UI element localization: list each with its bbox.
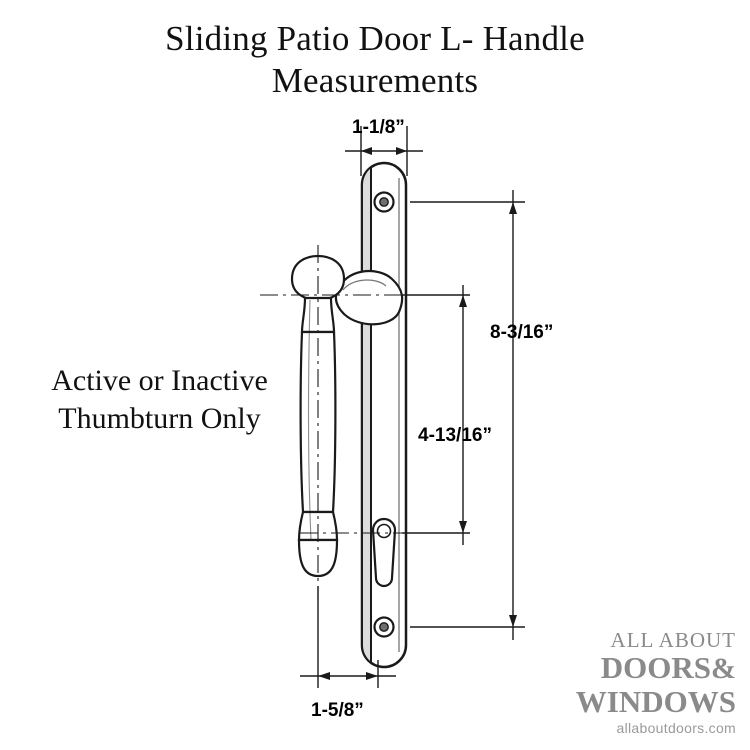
brand-ampersand: & bbox=[711, 652, 736, 685]
bottom-screw-hole bbox=[373, 616, 395, 638]
diagram-caption-line2: Thumbturn Only bbox=[58, 402, 261, 435]
brand-watermark: ALL ABOUT DOORS& WINDOWS allaboutdoors.c… bbox=[446, 629, 736, 736]
thumbturn-lever bbox=[334, 270, 404, 326]
handle-grip bbox=[290, 254, 346, 578]
page-title-line1: Sliding Patio Door L- Handle bbox=[165, 19, 585, 58]
dimension-inner-height bbox=[402, 285, 470, 545]
faceplate bbox=[360, 161, 408, 669]
diagram-caption: Active or Inactive Thumbturn Only bbox=[22, 362, 297, 438]
dimension-label-bottom-width: 1-5/8” bbox=[311, 700, 364, 721]
dimension-label-inner-height: 4-13/16” bbox=[418, 425, 492, 446]
dimension-bottom-width bbox=[300, 586, 396, 688]
keyhole-cutout bbox=[371, 517, 397, 588]
brand-line-windows: WINDOWS bbox=[575, 684, 736, 719]
page-title-line2: Measurements bbox=[271, 61, 479, 100]
brand-line-doors: DOORS& bbox=[446, 651, 736, 685]
page-title: Sliding Patio Door L- Handle Measurement… bbox=[0, 18, 750, 102]
dimension-label-overall-height: 8-3/16” bbox=[490, 322, 554, 343]
brand-doors-text: DOORS bbox=[600, 650, 711, 685]
dimension-label-top-width: 1-1/8” bbox=[352, 117, 405, 138]
dimension-top-width bbox=[345, 126, 423, 176]
brand-line-all-about: ALL ABOUT bbox=[610, 628, 736, 652]
dimension-overall-height bbox=[410, 190, 525, 640]
top-screw-hole bbox=[373, 191, 395, 213]
diagram-caption-line1: Active or Inactive bbox=[51, 364, 268, 397]
brand-url: allaboutdoors.com bbox=[616, 720, 736, 736]
